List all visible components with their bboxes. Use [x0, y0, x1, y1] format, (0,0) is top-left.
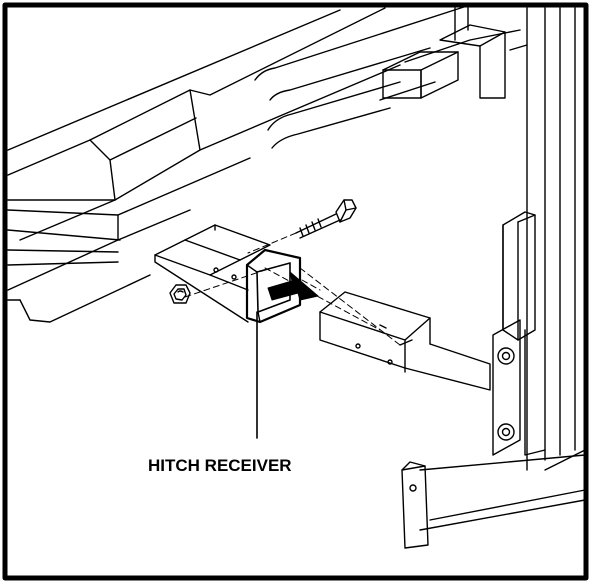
diagram-border: [2, 2, 589, 581]
hitch-receiver-label: HITCH RECEIVER: [148, 456, 292, 475]
hitch-bar: [319, 291, 491, 391]
upright-post: [419, 7, 586, 531]
mounting-bracket: [492, 211, 546, 456]
bracket-bolt-upper: [497, 347, 515, 365]
hitch-receiver: [154, 224, 302, 324]
top-square-tube: [382, 7, 506, 99]
frame-foot: [401, 461, 429, 549]
insertion-arrow: [267, 271, 319, 301]
alignment-lines: [184, 232, 401, 346]
hex-bolt: [295, 199, 357, 239]
hex-nut: [169, 284, 191, 304]
bracket-bolt-lower: [497, 423, 515, 441]
vehicle-frame-rail: [7, 4, 521, 323]
